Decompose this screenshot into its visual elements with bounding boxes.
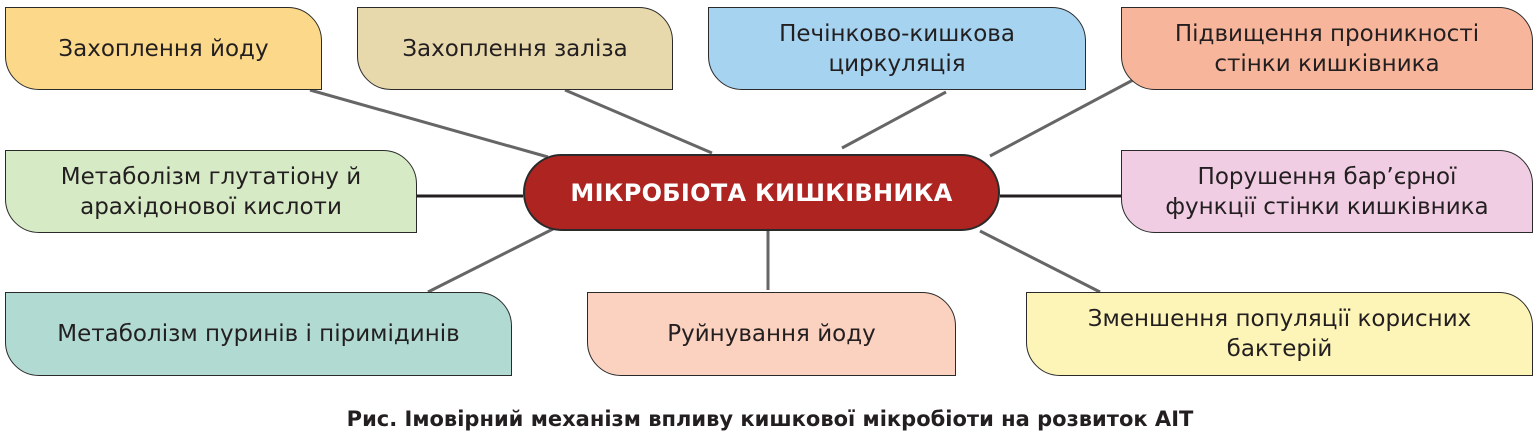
node-iron-uptake: Захоплення заліза bbox=[357, 7, 673, 90]
node-label: Руйнування йоду bbox=[667, 321, 876, 347]
connector-line bbox=[309, 88, 549, 159]
connector-line bbox=[979, 229, 1101, 294]
node-iodine-uptake: Захоплення йоду bbox=[5, 7, 322, 90]
connector-line bbox=[427, 227, 554, 294]
node-barrier-dysfunction: Порушення бар’єрної функції стінки кишкі… bbox=[1121, 150, 1533, 233]
central-node-label: МІКРОБІОТА КИШКІВНИКА bbox=[570, 178, 953, 207]
node-increased-permeability: Підвищення проникності стінки кишківника bbox=[1121, 7, 1533, 90]
connector-line bbox=[564, 88, 713, 155]
node-label: Захоплення йоду bbox=[58, 35, 269, 62]
node-label: Захоплення заліза bbox=[402, 35, 628, 62]
node-label: Метаболізм глутатіону й арахідонової кис… bbox=[60, 163, 362, 220]
node-label: Підвищення проникності стінки кишківника bbox=[1174, 20, 1480, 77]
node-label: Порушення бар’єрної функції стінки кишкі… bbox=[1165, 163, 1489, 220]
node-iodine-destruction: Руйнування йоду bbox=[587, 292, 956, 376]
node-reduced-beneficial-bacteria: Зменшення популяції корисних бактерій bbox=[1026, 292, 1533, 376]
node-glutathione-metabolism: Метаболізм глутатіону й арахідонової кис… bbox=[5, 150, 417, 233]
node-label: Метаболізм пуринів і піримідинів bbox=[57, 321, 460, 347]
node-purine-metabolism: Метаболізм пуринів і піримідинів bbox=[5, 292, 512, 376]
central-node-gut-microbiota: МІКРОБІОТА КИШКІВНИКА bbox=[523, 154, 1000, 231]
connector-line bbox=[841, 90, 947, 150]
figure-caption: Рис. Імовірний механізм впливу кишкової … bbox=[346, 407, 1194, 431]
node-label: Печінково-кишкова циркуляція bbox=[779, 20, 1015, 77]
connector-line bbox=[989, 78, 1134, 158]
node-enterohepatic-circulation: Печінково-кишкова циркуляція bbox=[708, 7, 1086, 90]
node-label: Зменшення популяції корисних бактерій bbox=[1087, 306, 1472, 362]
